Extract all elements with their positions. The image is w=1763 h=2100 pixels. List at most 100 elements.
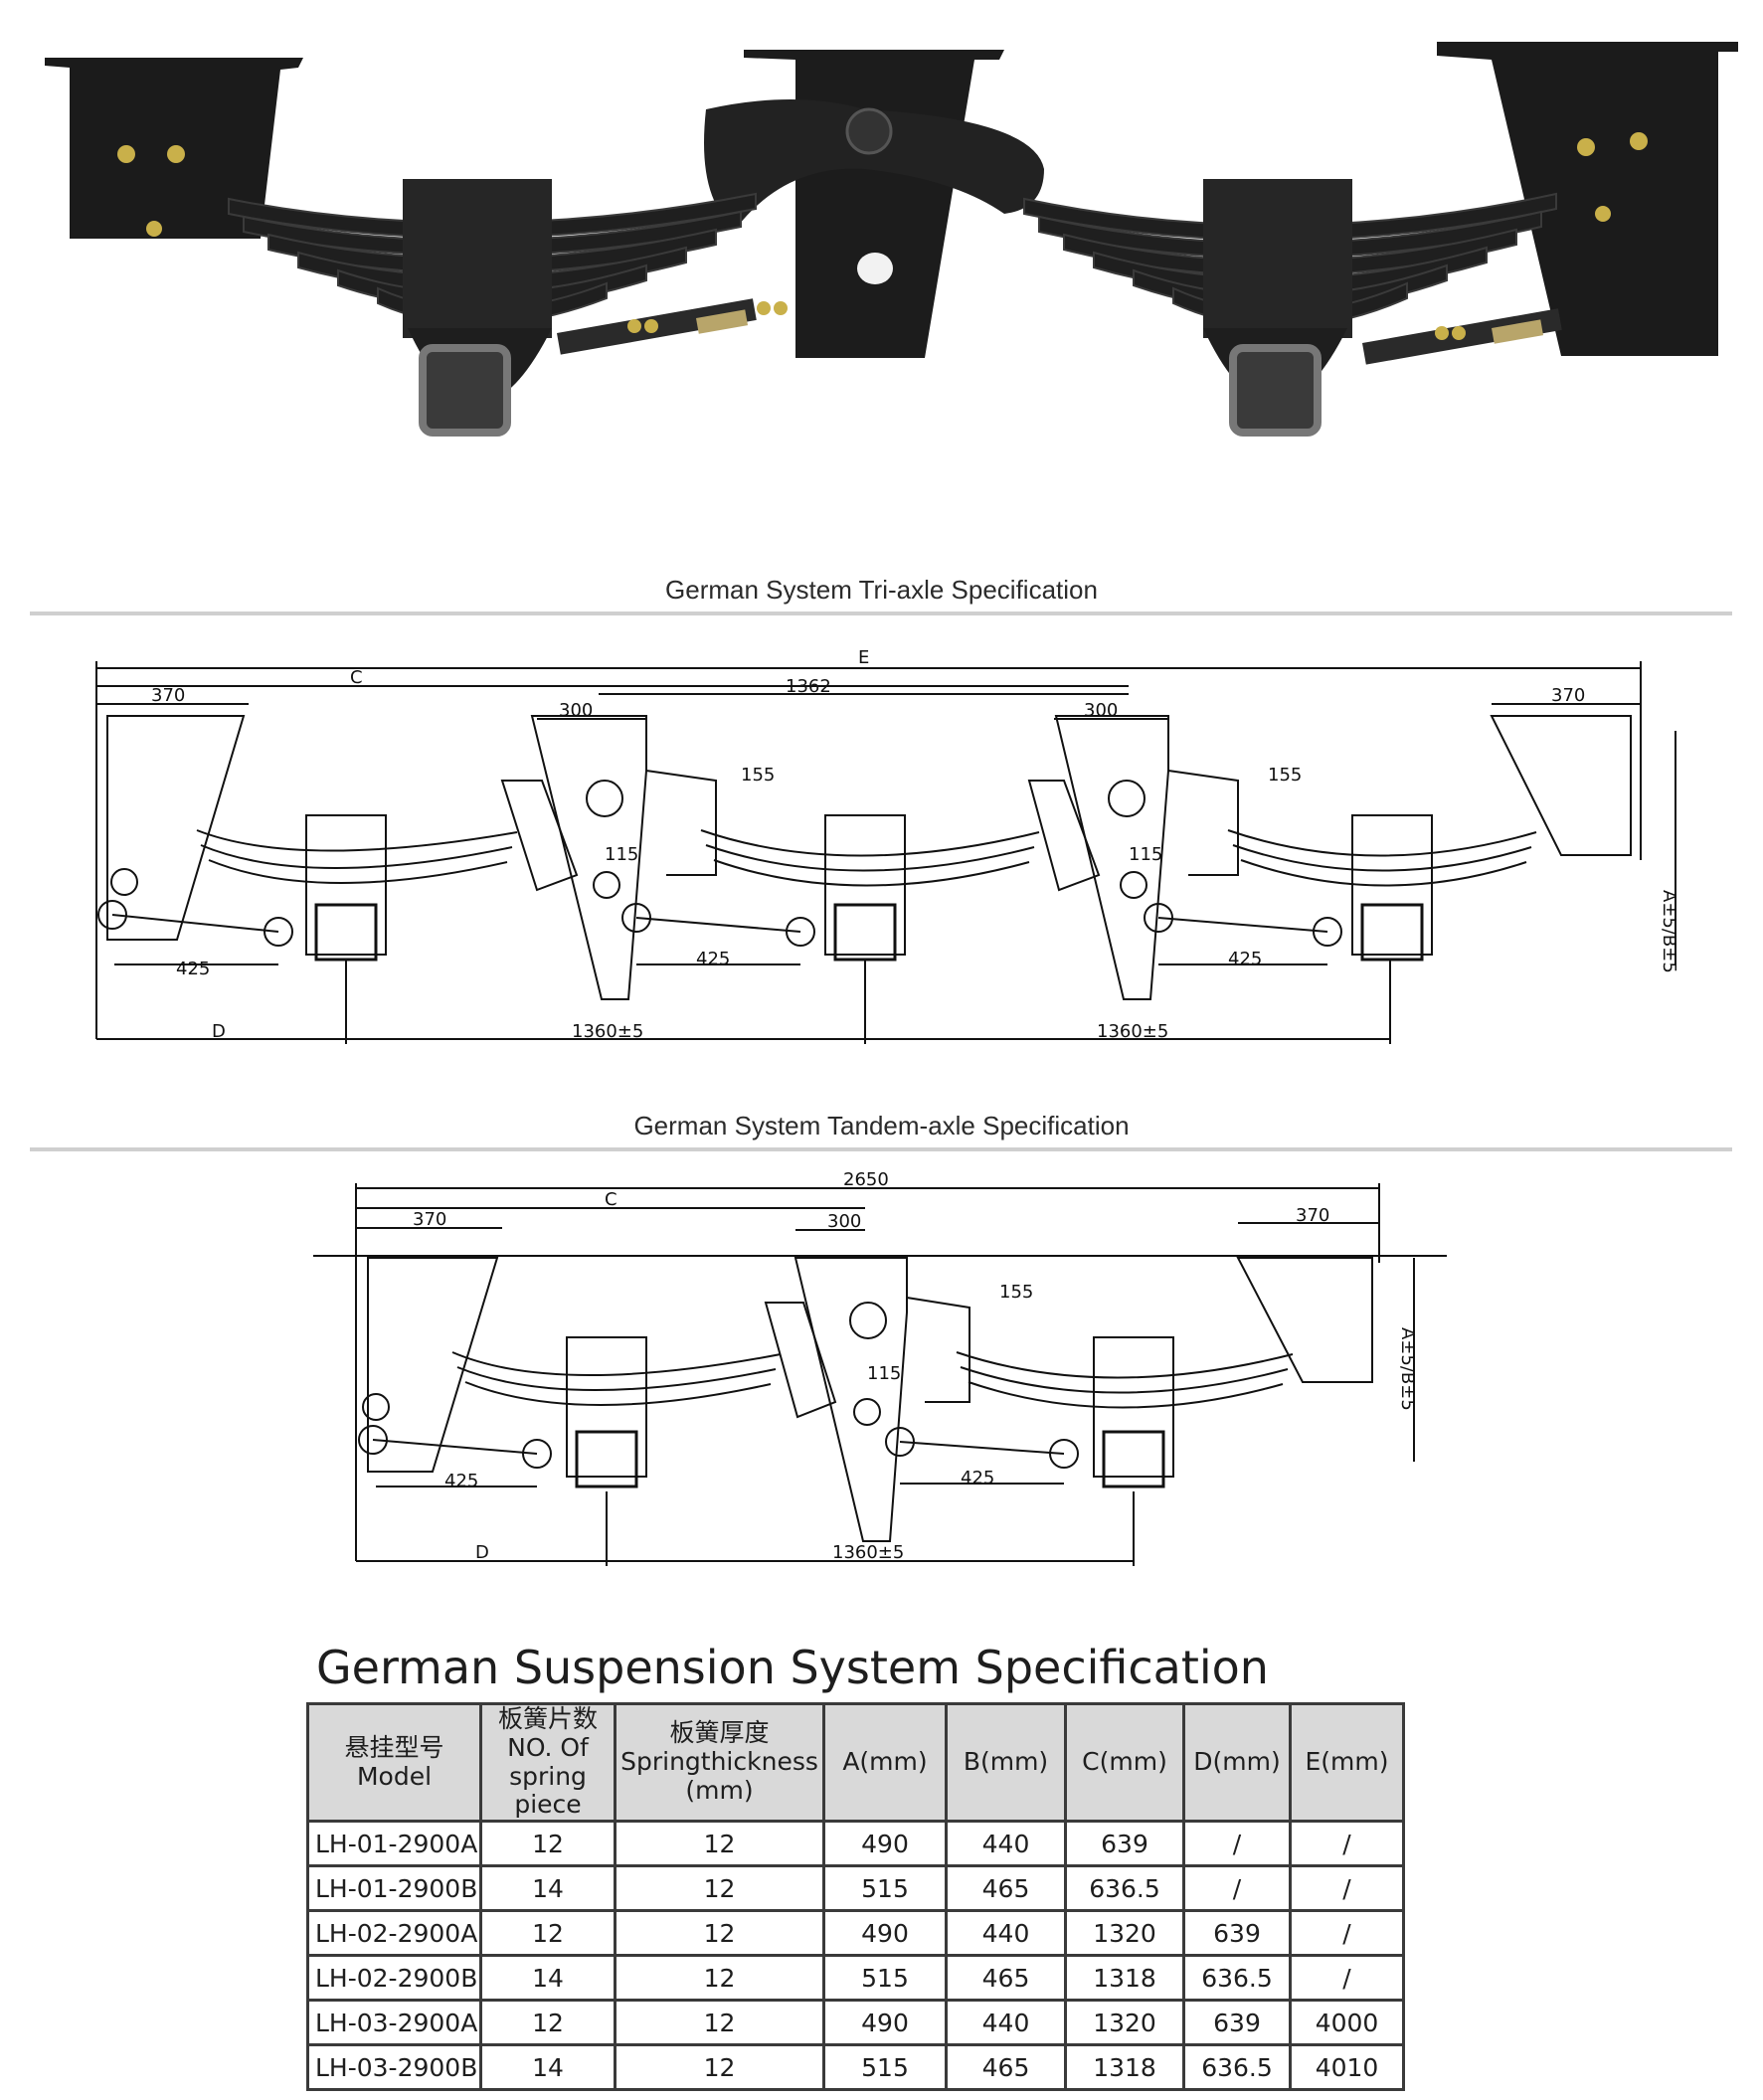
cell-a: 490 <box>822 1999 948 2046</box>
spec-title: German Suspension System Specification <box>316 1641 1269 1694</box>
cell-thickness: 12 <box>614 1999 825 2046</box>
dim-1360-b: 1360±5 <box>1097 1021 1168 1042</box>
dim-115-a: 115 <box>605 844 638 865</box>
dim-1360-a: 1360±5 <box>572 1021 643 1042</box>
dim-115-b: 115 <box>1129 844 1162 865</box>
cell-b: 440 <box>945 1909 1067 1957</box>
tandem-axle-caption: German System Tandem-axle Specification <box>633 1111 1130 1140</box>
dim-1360: 1360±5 <box>832 1542 904 1563</box>
dim-155: 155 <box>999 1282 1033 1303</box>
dim-425-c: 425 <box>1228 949 1262 969</box>
cell-c: 1320 <box>1064 1909 1185 1957</box>
table-row: LH-03-2900A 12 12 490 440 1320 639 4000 <box>306 1999 1405 2046</box>
cell-c: 1318 <box>1064 2043 1185 2091</box>
divider <box>30 1147 1732 1151</box>
cell-d: / <box>1182 1864 1292 1912</box>
cell-thickness: 12 <box>614 1820 825 1867</box>
dim-370-left: 370 <box>413 1209 446 1230</box>
cell-thickness: 12 <box>614 1909 825 1957</box>
dim-e: E <box>858 647 869 668</box>
col-spring-thickness: 板簧厚度 Springthickness (mm) <box>614 1702 825 1823</box>
cell-a: 515 <box>822 1954 948 2002</box>
cell-thickness: 12 <box>614 2043 825 2091</box>
table-row: LH-01-2900B 14 12 515 465 636.5 / / <box>306 1864 1405 1912</box>
col-e: E(mm) <box>1289 1702 1405 1823</box>
col-c: C(mm) <box>1064 1702 1185 1823</box>
cell-c: 1318 <box>1064 1954 1185 2002</box>
cell-model: LH-02-2900B <box>306 1954 482 2002</box>
cell-c: 636.5 <box>1064 1864 1185 1912</box>
cell-model: LH-03-2900B <box>306 2043 482 2091</box>
dim-1362: 1362 <box>786 676 831 697</box>
cell-a: 515 <box>822 2043 948 2091</box>
cell-pieces: 14 <box>479 2043 617 2091</box>
dim-425-a: 425 <box>444 1471 478 1491</box>
dim-370-right: 370 <box>1296 1205 1329 1226</box>
col-spring-pieces: 板簧片数 NO. Of spring piece <box>479 1702 617 1823</box>
table-row: LH-02-2900B 14 12 515 465 1318 636.5 / <box>306 1954 1405 2002</box>
cell-pieces: 14 <box>479 1954 617 2002</box>
cell-b: 465 <box>945 2043 1067 2091</box>
dim-155-a: 155 <box>741 765 775 786</box>
dim-370-right: 370 <box>1551 685 1585 706</box>
cell-thickness: 12 <box>614 1954 825 2002</box>
cell-model: LH-03-2900A <box>306 1999 482 2046</box>
cell-e: 4000 <box>1289 1999 1405 2046</box>
tandem-axle-drawing: 2650 C 370 370 300 155 115 425 425 D 136… <box>313 1169 1447 1566</box>
cell-a: 515 <box>822 1864 948 1912</box>
cell-c: 1320 <box>1064 1999 1185 2046</box>
cell-b: 440 <box>945 1999 1067 2046</box>
cell-pieces: 12 <box>479 1909 617 1957</box>
cell-model: LH-02-2900A <box>306 1909 482 1957</box>
dim-155-b: 155 <box>1268 765 1302 786</box>
cell-d: 639 <box>1182 1909 1292 1957</box>
cell-e: 4010 <box>1289 2043 1405 2091</box>
suspension-photo <box>45 42 1738 437</box>
dim-d: D <box>212 1021 226 1042</box>
table-row: LH-01-2900A 12 12 490 440 639 / / <box>306 1820 1405 1867</box>
cell-b: 440 <box>945 1820 1067 1867</box>
spec-table: 悬挂型号 Model 板簧片数 NO. Of spring piece 板簧厚度… <box>306 1702 1405 2091</box>
cell-d: 636.5 <box>1182 1954 1292 2002</box>
divider <box>30 612 1732 615</box>
dim-425-b: 425 <box>961 1468 994 1488</box>
table-header-row: 悬挂型号 Model 板簧片数 NO. Of spring piece 板簧厚度… <box>306 1702 1405 1823</box>
dim-height: A±5/B±5 <box>1659 890 1679 973</box>
dim-425-b: 425 <box>696 949 730 969</box>
dim-d: D <box>475 1542 489 1563</box>
dim-370-left: 370 <box>151 685 185 706</box>
cell-d: / <box>1182 1820 1292 1867</box>
col-a: A(mm) <box>822 1702 948 1823</box>
cell-e: / <box>1289 1954 1405 2002</box>
cell-model: LH-01-2900A <box>306 1820 482 1867</box>
cell-d: 639 <box>1182 1999 1292 2046</box>
dim-300-a: 300 <box>559 700 593 721</box>
cell-a: 490 <box>822 1820 948 1867</box>
col-model: 悬挂型号 Model <box>306 1702 482 1823</box>
cell-e: / <box>1289 1909 1405 1957</box>
table-row: LH-03-2900B 14 12 515 465 1318 636.5 401… <box>306 2043 1405 2091</box>
col-b: B(mm) <box>945 1702 1067 1823</box>
dim-425-a: 425 <box>176 959 210 979</box>
cell-e: / <box>1289 1820 1405 1867</box>
cell-pieces: 12 <box>479 1820 617 1867</box>
tri-axle-drawing: E C 1362 370 370 300 300 155 155 115 115… <box>95 647 1679 1044</box>
col-d: D(mm) <box>1182 1702 1292 1823</box>
cell-e: / <box>1289 1864 1405 1912</box>
dim-300: 300 <box>827 1211 861 1232</box>
dim-overall: 2650 <box>843 1169 889 1190</box>
dim-c: C <box>350 667 363 688</box>
dim-c: C <box>605 1189 617 1210</box>
cell-model: LH-01-2900B <box>306 1864 482 1912</box>
cell-thickness: 12 <box>614 1864 825 1912</box>
dim-115: 115 <box>867 1363 901 1384</box>
cell-d: 636.5 <box>1182 2043 1292 2091</box>
dim-height: A±5/B±5 <box>1397 1327 1418 1411</box>
cell-pieces: 14 <box>479 1864 617 1912</box>
cell-b: 465 <box>945 1954 1067 2002</box>
tri-axle-caption: German System Tri-axle Specification <box>665 575 1098 605</box>
cell-a: 490 <box>822 1909 948 1957</box>
cell-c: 639 <box>1064 1820 1185 1867</box>
cell-pieces: 12 <box>479 1999 617 2046</box>
table-row: LH-02-2900A 12 12 490 440 1320 639 / <box>306 1909 1405 1957</box>
